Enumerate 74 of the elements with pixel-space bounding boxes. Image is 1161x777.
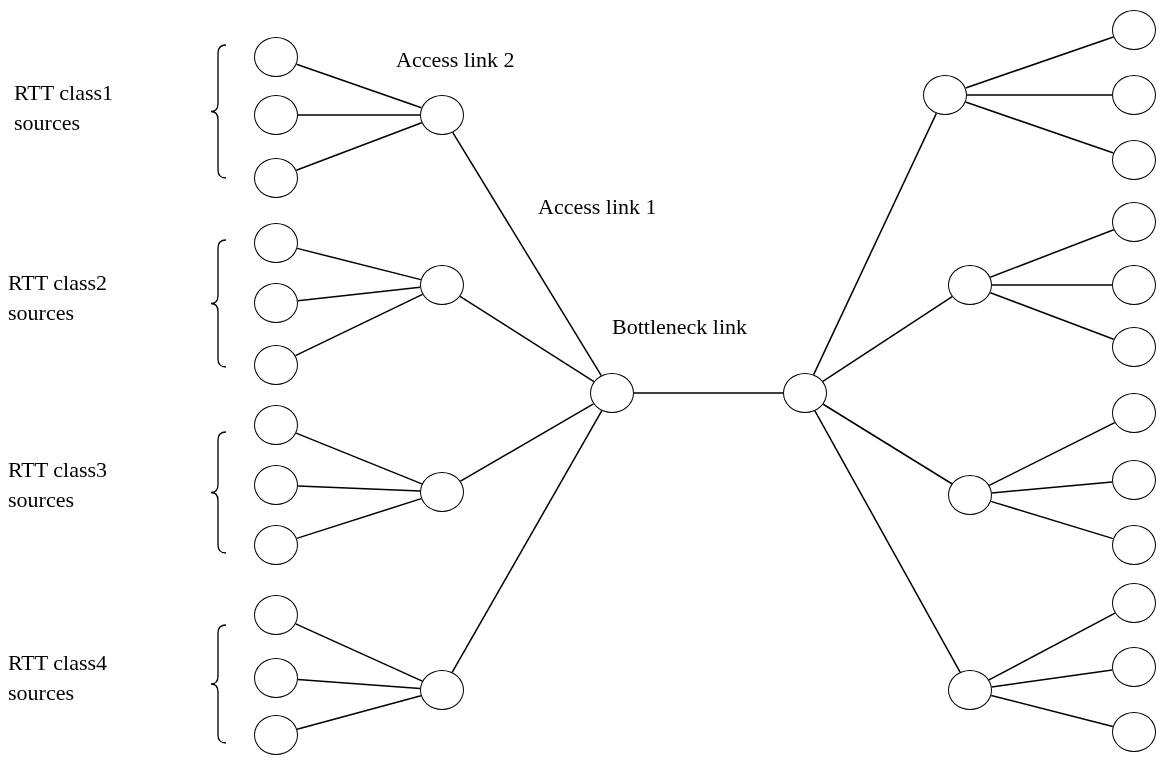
node-circle — [1112, 647, 1156, 687]
node-circle — [420, 472, 464, 512]
link-line — [297, 678, 421, 690]
link-line — [294, 293, 424, 357]
link-line — [964, 36, 1115, 89]
link-line — [989, 291, 1115, 341]
node-circle — [1112, 327, 1156, 367]
link-line — [966, 94, 1113, 96]
node-circle — [254, 658, 298, 698]
node-circle — [590, 373, 634, 413]
link-line — [451, 131, 603, 377]
link-line — [294, 623, 424, 682]
link-line — [990, 500, 1114, 540]
link-line — [297, 286, 421, 302]
node-circle — [1112, 75, 1156, 115]
node-circle — [1112, 393, 1156, 433]
node-circle — [254, 595, 298, 635]
text-label: Bottleneck link — [612, 313, 749, 341]
node-circle — [948, 265, 992, 305]
node-circle — [948, 670, 992, 710]
link-line — [822, 403, 953, 485]
link-line — [633, 392, 784, 394]
node-circle — [1112, 10, 1156, 50]
link-line — [814, 410, 961, 673]
node-circle — [254, 95, 298, 135]
node-circle — [1112, 712, 1156, 752]
node-circle — [420, 95, 464, 135]
node-circle — [420, 670, 464, 710]
text-label: Access link 2 — [396, 46, 516, 74]
link-line — [451, 410, 603, 673]
text-label: RTT class4 sources — [8, 649, 109, 707]
node-circle — [1112, 265, 1156, 305]
node-circle — [1112, 460, 1156, 500]
node-circle — [783, 373, 827, 413]
link-line — [822, 295, 953, 383]
node-circle — [254, 223, 298, 263]
node-circle — [420, 265, 464, 305]
link-line — [296, 497, 422, 540]
node-circle — [923, 75, 967, 115]
link-line — [964, 101, 1115, 154]
text-label: RTT class3 sources — [8, 456, 109, 514]
link-line — [991, 669, 1113, 688]
link-line — [988, 421, 1116, 487]
node-circle — [254, 158, 298, 198]
node-circle — [254, 405, 298, 445]
node-circle — [1112, 140, 1156, 180]
text-label: RTT class2 sources — [8, 269, 109, 327]
text-label: Access link 1 — [538, 193, 658, 221]
link-line — [990, 694, 1114, 728]
node-circle — [1112, 525, 1156, 565]
node-circle — [254, 283, 298, 323]
link-line — [297, 485, 421, 492]
link-line — [812, 112, 938, 376]
link-line — [989, 229, 1115, 278]
link-line — [295, 121, 423, 172]
link-line — [296, 694, 422, 731]
link-line — [295, 432, 423, 485]
text-label: RTT class1 sources — [14, 79, 115, 137]
link-line — [297, 114, 421, 116]
link-line — [459, 403, 595, 482]
link-line — [991, 481, 1113, 494]
node-circle — [948, 475, 992, 515]
link-line — [459, 295, 595, 383]
node-circle — [1112, 583, 1156, 623]
node-circle — [254, 465, 298, 505]
node-circle — [254, 37, 298, 77]
link-line — [296, 247, 422, 281]
node-circle — [254, 345, 298, 385]
link-line — [295, 63, 423, 109]
node-circle — [1112, 202, 1156, 242]
node-circle — [254, 525, 298, 565]
link-line — [988, 612, 1116, 681]
node-circle — [254, 715, 298, 755]
link-line — [991, 284, 1113, 286]
